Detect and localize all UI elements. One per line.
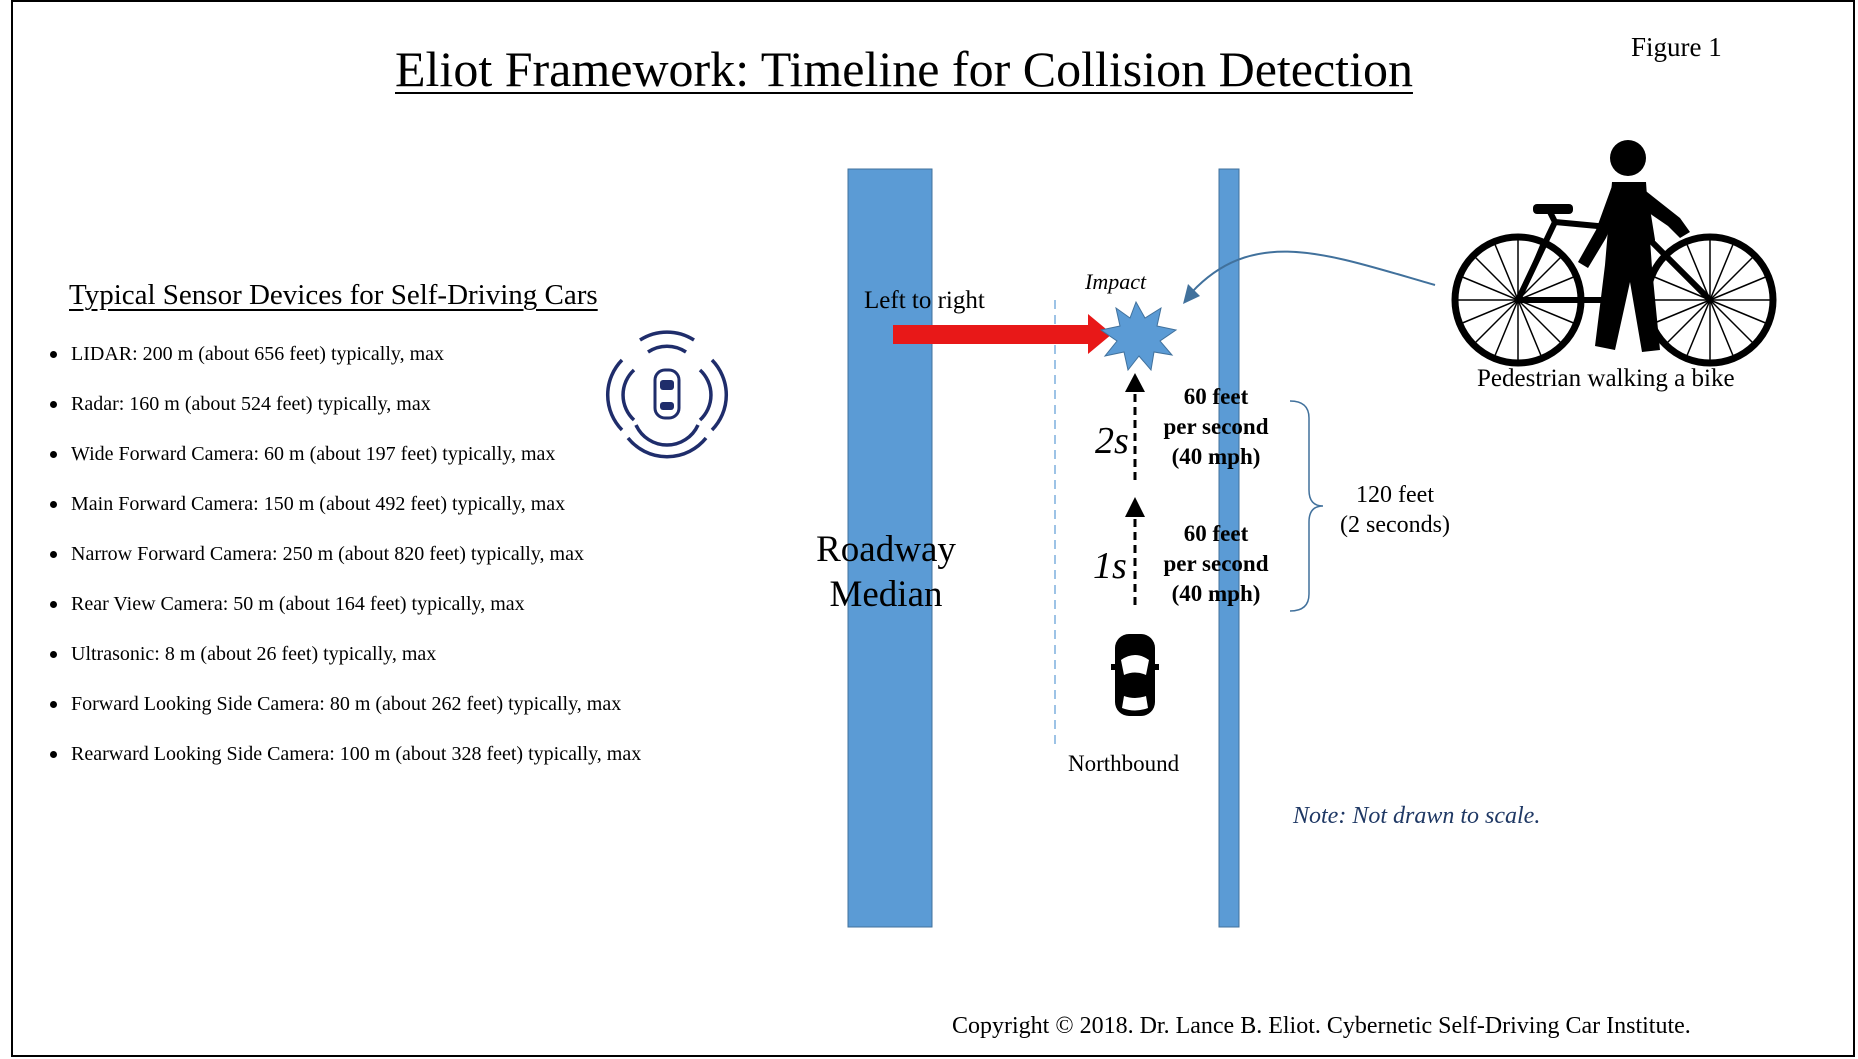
sensor-list-heading: Typical Sensor Devices for Self-Driving … <box>69 279 598 311</box>
timeline-arrow-1s <box>1125 497 1145 605</box>
median-label-line1: Roadway <box>816 529 956 570</box>
span-brace <box>1289 400 1324 612</box>
speed-2s-line3: (40 mph) <box>1171 444 1261 469</box>
sensor-item-rearward-side-camera: Rearward Looking Side Camera: 100 m (abo… <box>48 736 641 786</box>
speed-2s-line2: per second <box>1163 414 1269 439</box>
pedestrian-label: Pedestrian walking a bike <box>1477 365 1735 392</box>
timeline-label-1s: 1s <box>1093 545 1127 587</box>
speed-label-2s: 60 feet per second (40 mph) <box>1151 382 1281 472</box>
pedestrian-path-arrowhead <box>1183 284 1200 304</box>
speed-2s-line1: 60 feet <box>1183 384 1249 409</box>
direction-label: Northbound <box>1068 751 1180 776</box>
sensor-item-wide-forward-camera: Wide Forward Camera: 60 m (about 197 fee… <box>48 436 641 486</box>
lane-edge-line <box>1218 168 1240 928</box>
total-distance-label: 120 feet (2 seconds) <box>1330 480 1460 540</box>
sensor-item-ultrasonic: Ultrasonic: 8 m (about 26 feet) typicall… <box>48 636 641 686</box>
sensor-car-icon <box>605 330 729 459</box>
sensor-item-lidar: LIDAR: 200 m (about 656 feet) typically,… <box>48 336 641 386</box>
sensor-item-narrow-forward-camera: Narrow Forward Camera: 250 m (about 820 … <box>48 536 641 586</box>
sensor-list: LIDAR: 200 m (about 656 feet) typically,… <box>48 336 641 786</box>
crossing-label: Left to right <box>864 287 985 314</box>
roadway-median <box>847 168 933 928</box>
total-distance-line2: (2 seconds) <box>1340 512 1450 538</box>
impact-burst-icon <box>1099 300 1178 372</box>
median-label: Roadway Median <box>806 527 966 617</box>
figure-frame <box>11 0 1855 1057</box>
speed-label-1s: 60 feet per second (40 mph) <box>1151 519 1281 609</box>
sensor-item-main-forward-camera: Main Forward Camera: 150 m (about 492 fe… <box>48 486 641 536</box>
sensor-item-forward-side-camera: Forward Looking Side Camera: 80 m (about… <box>48 686 641 736</box>
scale-note: Note: Not drawn to scale. <box>1293 803 1541 829</box>
speed-1s-line3: (40 mph) <box>1171 581 1261 606</box>
median-label-line2: Median <box>829 574 943 615</box>
pedestrian-path-curve <box>1191 250 1436 293</box>
speed-1s-line2: per second <box>1163 551 1269 576</box>
total-distance-line1: 120 feet <box>1356 482 1434 508</box>
timeline-label-2s: 2s <box>1095 420 1129 462</box>
impact-label: Impact <box>1085 269 1147 294</box>
figure-number: Figure 1 <box>1631 32 1722 62</box>
sensor-item-radar: Radar: 160 m (about 524 feet) typically,… <box>48 386 641 436</box>
figure-title: Eliot Framework: Timeline for Collision … <box>395 41 1413 97</box>
crossing-arrow <box>893 314 1112 354</box>
copyright-notice: Copyright © 2018. Dr. Lance B. Eliot. Cy… <box>952 1013 1691 1039</box>
sensor-item-rear-view-camera: Rear View Camera: 50 m (about 164 feet) … <box>48 586 641 636</box>
timeline-arrow-2s <box>1125 373 1145 480</box>
car-icon <box>1111 634 1159 716</box>
speed-1s-line1: 60 feet <box>1183 521 1249 546</box>
pedestrian-bike-icon <box>1451 140 1777 367</box>
